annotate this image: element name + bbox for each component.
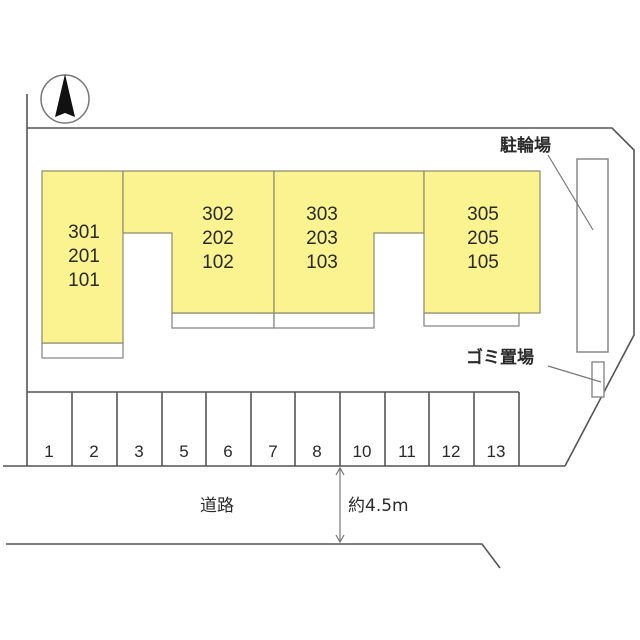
road-width-label: 約4.5m [348, 496, 409, 516]
balcony-5 [423, 312, 520, 327]
apartment-building: 301 201 101 302 202 102 303 203 103 305 … [41, 170, 541, 359]
parking-stall-number: 5 [179, 442, 188, 461]
bicycle-parking: 駐輪場 [500, 135, 609, 353]
parking-stall-number: 12 [442, 442, 461, 461]
balcony-1 [41, 342, 124, 359]
room-label: 105 [467, 252, 499, 273]
balcony-3 [273, 312, 375, 329]
room-label: 305 [467, 204, 499, 225]
parking-stall-number: 13 [487, 442, 506, 461]
parking-stall-number: 2 [89, 442, 98, 461]
parking-stall-number: 1 [44, 442, 53, 461]
garbage-area: ゴミ置場 [466, 347, 605, 398]
room-label: 302 [202, 204, 234, 225]
parking-stall-number: 6 [223, 442, 232, 461]
room-label: 301 [68, 222, 100, 243]
road-width-dimension [335, 466, 345, 544]
balcony-2 [171, 312, 275, 329]
room-label: 205 [467, 228, 499, 249]
road-label: 道路 [200, 496, 234, 516]
site-boundary [26, 94, 635, 467]
room-label: 201 [68, 246, 100, 267]
north-arrow-icon [40, 74, 90, 124]
room-label: 103 [306, 252, 338, 273]
room-label: 101 [68, 270, 100, 291]
unit-column-1 [41, 170, 124, 344]
room-label: 102 [202, 252, 234, 273]
unit-column-5 [423, 170, 541, 314]
room-label: 203 [306, 228, 338, 249]
unit-column-3 [273, 170, 425, 314]
parking-stall-number: 8 [312, 442, 321, 461]
room-label: 303 [306, 204, 338, 225]
parking-stall-number: 7 [268, 442, 277, 461]
parking-stall-number: 10 [353, 442, 372, 461]
parking-lot: 1 2 3 5 6 7 8 10 11 12 13 [27, 391, 520, 466]
room-label: 202 [202, 228, 234, 249]
parking-stall-number: 3 [134, 442, 143, 461]
unit-column-2 [122, 170, 275, 314]
bicycle-parking-label: 駐輪場 [500, 135, 551, 156]
garbage-area-label: ゴミ置場 [466, 347, 534, 368]
road: 道路 約4.5m [3, 465, 565, 569]
parking-stall-number: 11 [398, 442, 416, 461]
